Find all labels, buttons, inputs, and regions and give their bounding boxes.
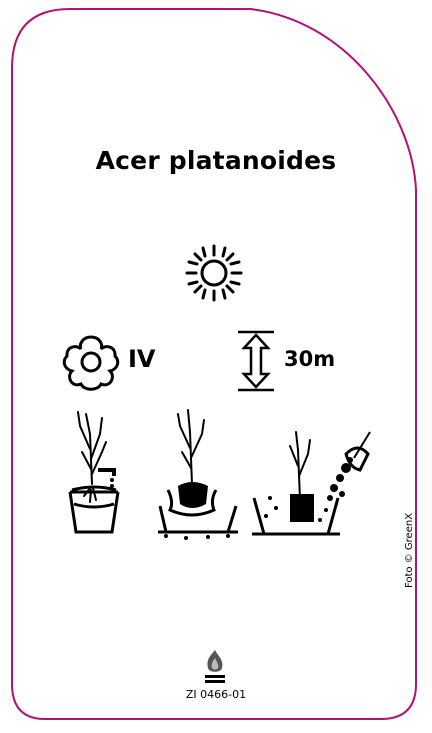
plant-name: Acer platanoides: [95, 146, 337, 175]
flower-icon: [62, 335, 120, 391]
sun-icon: [185, 244, 243, 302]
height-value: 30m: [284, 347, 336, 371]
photo-credit: Foto © GreenX: [404, 512, 415, 588]
product-code: ZI 0466-01: [185, 688, 247, 701]
super-color-logo-icon: [205, 650, 225, 683]
backfill-soil-icon: [252, 431, 371, 536]
place-in-hole-icon: [158, 409, 238, 540]
hardiness-zone: IV: [128, 345, 156, 373]
height-arrow-icon: [238, 330, 274, 392]
soak-roots-bucket-icon: [68, 411, 120, 534]
